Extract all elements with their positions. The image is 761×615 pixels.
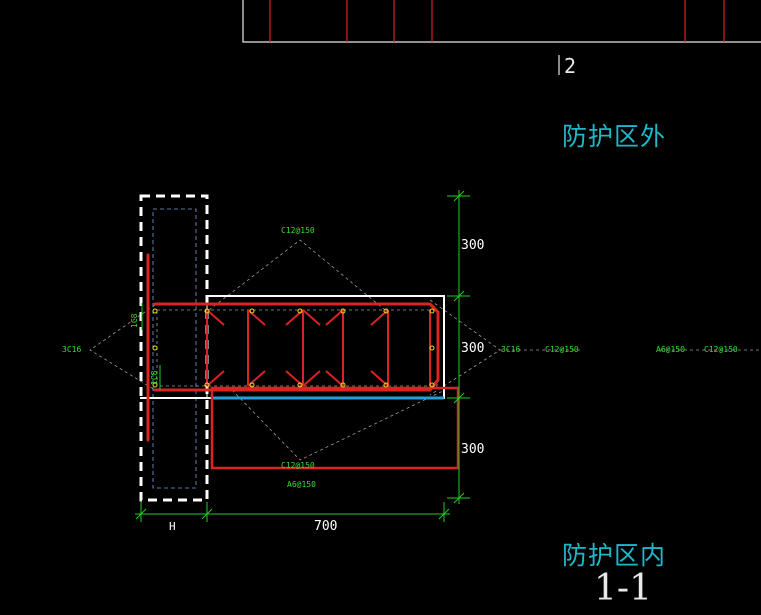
dim-right-bot: 300 — [461, 442, 485, 457]
note-bottom-2: A6@150 — [287, 480, 316, 489]
outside-zone-label: 防护区外 — [562, 122, 667, 151]
dim-right-top: 300 — [461, 238, 485, 253]
note-mid-right-2: C12@150 — [545, 345, 579, 354]
upper-view-outline — [242, 0, 761, 43]
note-mid-right-1: 3C16 — [501, 345, 521, 354]
upper-view — [242, 0, 761, 43]
lower-rebar-box — [210, 386, 460, 470]
left-annotation-ticks — [141, 303, 161, 390]
dim-bottom-h: H — [169, 520, 176, 533]
upper-view-rebars — [269, 0, 725, 42]
wall-inner-outline — [152, 208, 197, 489]
main-rebars — [146, 253, 440, 442]
note-top: C12@150 — [281, 226, 315, 235]
beam-outline — [140, 295, 445, 399]
sheet-number: 2 — [564, 54, 577, 78]
leader-lines — [89, 239, 761, 461]
stirrups — [206, 309, 431, 387]
bottom-dimension — [135, 502, 450, 522]
right-dimension — [447, 190, 470, 504]
rebar-dots — [152, 308, 435, 388]
note-bottom-1: C12@150 — [281, 461, 315, 470]
note-left: 3C16 — [62, 345, 82, 354]
inside-zone-label: 防护区内 — [562, 541, 667, 570]
note-far-right-2: C12@150 — [704, 345, 738, 354]
wall-outline — [139, 194, 209, 502]
note-vertical-1: 1C8 — [130, 313, 139, 328]
section-mark: 1-1 — [594, 568, 652, 609]
dim-bottom-width: 700 — [314, 519, 338, 534]
note-far-right-1: A6@150 — [656, 345, 685, 354]
note-vertical-2: 1C8 — [150, 370, 159, 385]
dim-right-mid: 300 — [461, 341, 485, 356]
beam-inner-dashes — [156, 309, 438, 387]
